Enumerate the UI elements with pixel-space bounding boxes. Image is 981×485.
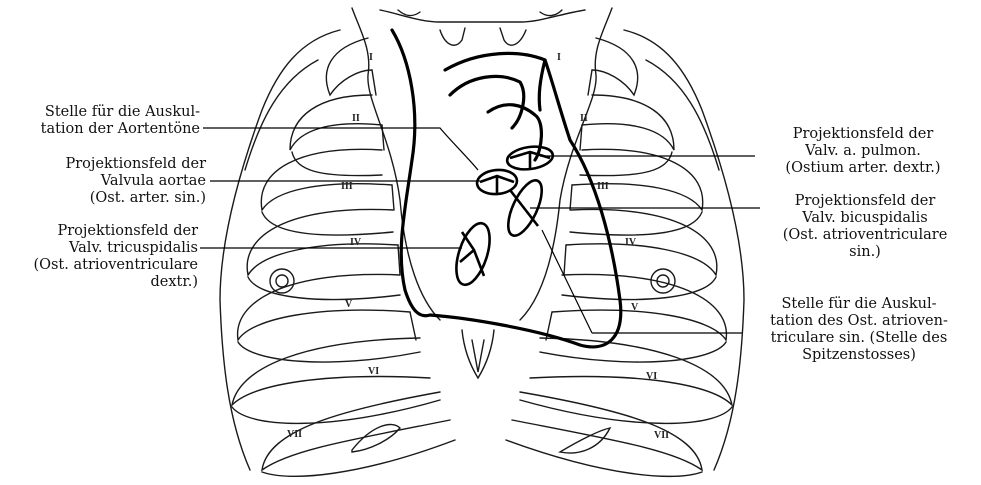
rib-outer-left-edge2 <box>646 60 719 170</box>
rib-right-5 <box>238 274 410 340</box>
rib-numeral: II <box>352 113 360 124</box>
rib-right-6-lower <box>232 400 440 423</box>
tricuspid-valve <box>450 219 496 289</box>
rib-outer-right-edge <box>220 30 340 470</box>
auricle-line <box>539 60 545 110</box>
nipple-right-inner <box>276 275 288 287</box>
xiphoid-inner <box>472 340 484 372</box>
aorta-outline <box>450 76 524 128</box>
rib-left-4 <box>566 209 717 275</box>
sternum-outline <box>352 8 440 320</box>
rib-numeral: VII <box>287 429 302 440</box>
rib-numeral: V <box>631 302 639 313</box>
rib-left-2 <box>582 95 674 150</box>
rib-left-6 <box>530 338 732 405</box>
sternoclavicular-right <box>500 28 526 45</box>
costal-opening-left <box>560 428 610 453</box>
rib-right-4-lower <box>248 277 400 299</box>
rib-left-7 <box>512 392 702 470</box>
nipple-right <box>270 269 294 293</box>
rib-right-7-lower <box>262 440 455 476</box>
label-tricuspidalis: Projektionsfeld der Valv. tricuspidalis … <box>2 223 198 291</box>
rib-right-3-lower <box>262 212 393 235</box>
rib-left-5-lower <box>540 342 726 362</box>
rib-numeral: II <box>580 113 588 124</box>
rib-right-3 <box>261 149 392 210</box>
label-auskultation-aorta: Stelle für die Auskul- tation der Aorten… <box>8 104 200 138</box>
rib-right-2-lower <box>292 152 382 176</box>
rib-numeral: VI <box>368 366 379 377</box>
label-valvula-aortae: Projektionsfeld der Valvula aortae (Ost.… <box>8 156 206 207</box>
rib-left-4-lower <box>562 277 716 299</box>
rib-right-1 <box>326 38 372 95</box>
rib-numeral: III <box>341 181 353 192</box>
rib-numerals-left: I II III IV V VI VII <box>557 52 669 441</box>
rib-left-1 <box>592 38 638 95</box>
rib-numeral: VI <box>646 371 657 382</box>
rib-numeral: IV <box>625 237 637 248</box>
jugular-notch-right <box>540 10 562 16</box>
rib-right-2 <box>290 95 382 150</box>
rib-left-6-lower <box>520 400 732 423</box>
rib-outer-right-edge2 <box>245 60 318 170</box>
rib-right-5-lower <box>238 342 420 362</box>
rib-numeral: IV <box>350 237 362 248</box>
rib-numeral: VII <box>654 430 669 441</box>
rib-numeral: V <box>345 299 353 310</box>
rib-numeral: I <box>557 52 561 63</box>
rib-numeral: I <box>369 52 373 63</box>
rib-right-4 <box>247 209 398 275</box>
rib-right-6 <box>232 338 430 405</box>
label-bicuspidalis: Projektionsfeld der Valv. bicuspidalis (… <box>760 193 970 261</box>
sternoclavicular-left <box>440 28 465 45</box>
label-auskultation-spitze: Stelle für die Auskul- tation des Ost. a… <box>744 296 974 364</box>
rib-left-7-lower <box>506 440 702 476</box>
rib-numeral: III <box>597 181 609 192</box>
rib-outer-left-edge <box>624 30 744 470</box>
rib-left-5 <box>552 274 726 340</box>
label-pulmonalis: Projektionsfeld der Valv. a. pulmon. (Os… <box>758 126 968 177</box>
